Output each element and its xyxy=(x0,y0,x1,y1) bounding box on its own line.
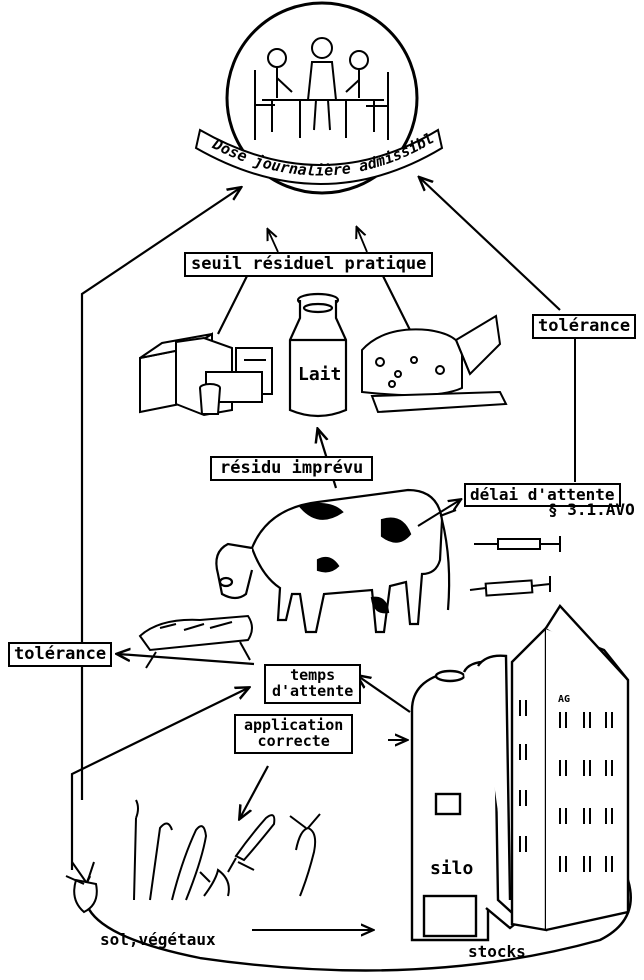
feed-trough-icon xyxy=(138,614,253,669)
arrow-silo-to-temps xyxy=(358,676,411,713)
arrow-cow-to-delai xyxy=(417,500,460,527)
sol-label: sol,végétaux xyxy=(100,930,216,949)
line-bread-to-seuil xyxy=(381,273,413,335)
arrow-seuil-to-adi-left xyxy=(268,230,279,253)
milk-can-icon xyxy=(288,292,348,418)
seuil-box: seuil résiduel pratique xyxy=(184,252,434,277)
plants-icon xyxy=(65,799,321,914)
cow-icon xyxy=(215,488,457,634)
person-middle-icon xyxy=(306,37,338,131)
line-dairy-to-seuil xyxy=(217,273,249,335)
svg-text:Dose journalière admissible: Dose journalière admissible xyxy=(0,0,437,180)
tolerance-left-box: tolérance xyxy=(8,642,113,667)
application-label: application xyxy=(244,716,344,734)
consumers-circle: Dose journalière admissible xyxy=(0,0,444,195)
dairy-products-icon xyxy=(139,332,273,417)
delai-label: délai d'attente xyxy=(470,485,615,504)
arrow-tolerance-left-to-adi xyxy=(80,188,240,800)
attente-label: d'attente xyxy=(272,681,354,700)
application-box: application correcte xyxy=(234,714,354,754)
tolerance-left-label: tolérance xyxy=(14,644,107,664)
delai-ref-label: § 3.1.AVO xyxy=(548,500,635,519)
syringe-icon xyxy=(474,536,561,552)
residu-label: résidu imprévu xyxy=(220,458,364,478)
bread-cheese-icon xyxy=(361,314,508,414)
ground-ellipse xyxy=(83,875,632,972)
temps-label: temps xyxy=(290,666,336,684)
temps-box: temps d'attente xyxy=(264,664,362,704)
arrow-tolerance-right-to-adi xyxy=(420,178,561,311)
silo-icon xyxy=(410,654,522,942)
arrow-temps-to-tolerance xyxy=(118,654,255,666)
tolerance-right-box: tolérance xyxy=(532,314,637,339)
person-left-icon xyxy=(254,48,293,140)
arrow-seuil-to-adi-right xyxy=(357,228,368,253)
person-right-icon xyxy=(345,50,389,140)
table-icon xyxy=(262,99,384,138)
lait-label: Lait xyxy=(298,364,342,385)
building-icon xyxy=(510,604,630,932)
correcte-label: correcte xyxy=(257,731,330,750)
building-mark: AG xyxy=(558,694,570,705)
syringe-2-icon xyxy=(469,576,551,597)
stocks-label: stocks xyxy=(468,942,526,961)
residu-box: résidu imprévu xyxy=(210,456,374,481)
seuil-label: seuil résiduel pratique xyxy=(191,254,427,274)
tolerance-right-label: tolérance xyxy=(538,316,631,336)
arrow-field-to-temps xyxy=(70,688,248,870)
silo-label: silo xyxy=(430,858,474,879)
arrow-application-to-plants xyxy=(240,765,269,818)
delai-box: délai d'attente xyxy=(464,483,621,507)
adi-banner xyxy=(194,128,444,185)
adi-text: Dose journalière admissible xyxy=(0,0,437,180)
